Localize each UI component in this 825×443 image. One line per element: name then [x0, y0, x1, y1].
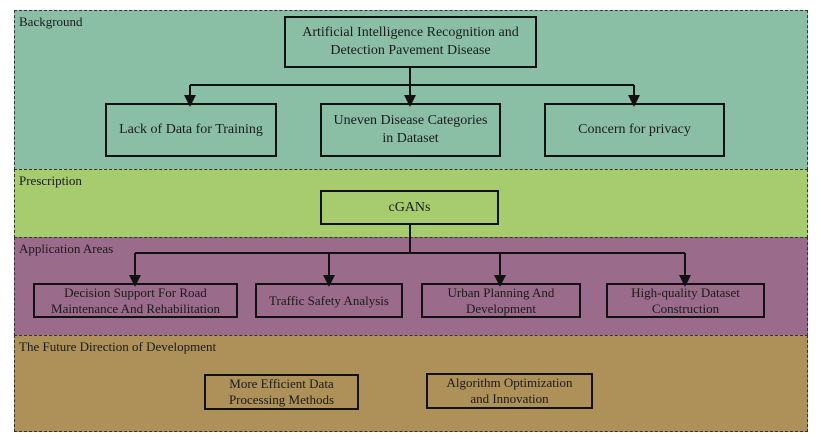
node-cgans: cGANs [320, 190, 499, 225]
node-privacy: Concern for privacy [544, 103, 725, 157]
node-uneven-categories: Uneven Disease Categories in Dataset [320, 103, 501, 157]
node-lack-of-data: Lack of Data for Training [105, 103, 277, 157]
node-efficient-processing: More Efficient Data Processing Methods [204, 374, 359, 410]
future-section: The Future Direction of Development [14, 335, 808, 432]
background-section: Background [14, 10, 808, 170]
future-section-label: The Future Direction of Development [19, 339, 217, 354]
application-section-label: Application Areas [19, 241, 114, 256]
node-traffic-safety: Traffic Safety Analysis [255, 283, 403, 318]
node-dataset-construction: High-quality Dataset Construction [606, 283, 765, 318]
prescription-section-label: Prescription [19, 173, 82, 188]
node-urban-planning: Urban Planning And Development [421, 283, 581, 318]
node-algorithm-optimization: Algorithm Optimization and Innovation [426, 373, 593, 409]
background-section-label: Background [19, 14, 83, 29]
root-node: Artificial Intelligence Recognition and … [284, 16, 537, 68]
node-decision-support: Decision Support For Road Maintenance An… [33, 283, 238, 318]
